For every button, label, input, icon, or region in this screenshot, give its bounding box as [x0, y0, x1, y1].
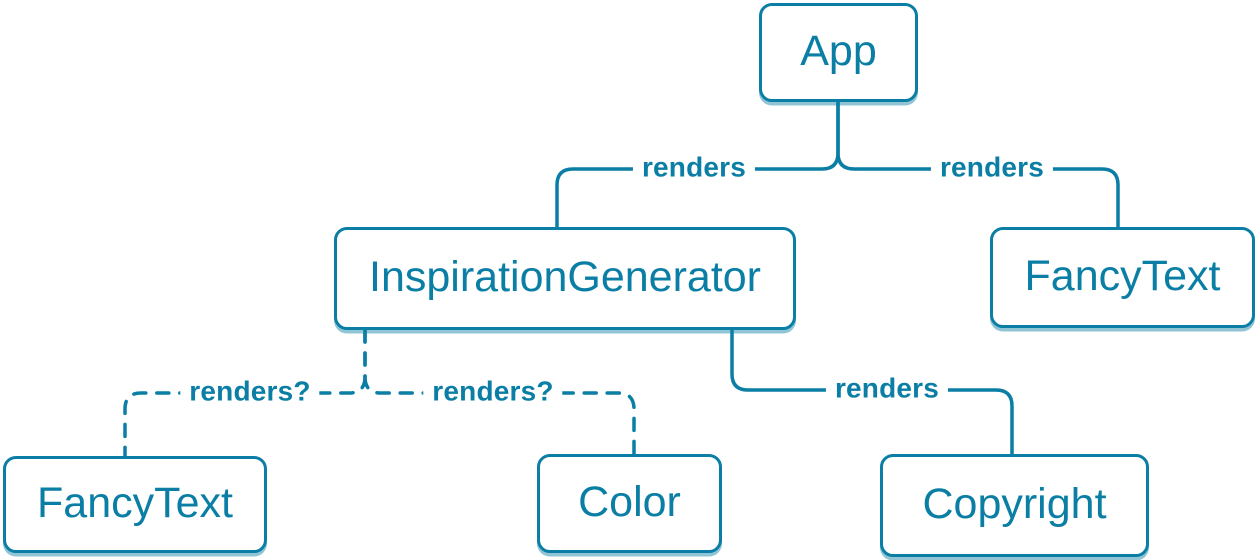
node-label-app: App — [800, 27, 877, 75]
node-color: Color — [537, 454, 722, 553]
edge-label-inspiration-generator-to-copyright: renders — [825, 373, 949, 405]
edge-label-app-to-fancy-text-top: renders — [930, 152, 1054, 184]
edge-label-app-to-inspiration-generator: renders — [632, 152, 756, 184]
node-fancy-text-top: FancyText — [990, 227, 1255, 328]
edge-label-inspiration-generator-to-fancy-text-bottom: renders? — [180, 376, 320, 408]
node-label-color: Color — [578, 478, 681, 526]
node-fancy-text-bottom: FancyText — [3, 456, 267, 553]
node-label-inspiration-generator: InspirationGenerator — [369, 253, 761, 301]
node-label-copyright: Copyright — [922, 480, 1107, 528]
node-inspiration-generator: InspirationGenerator — [334, 227, 796, 330]
node-label-fancy-text-bottom: FancyText — [37, 479, 233, 527]
node-label-fancy-text-top: FancyText — [1024, 252, 1221, 300]
edge-label-inspiration-generator-to-color: renders? — [423, 376, 563, 408]
node-app: App — [759, 3, 918, 102]
node-copyright: Copyright — [880, 454, 1149, 557]
